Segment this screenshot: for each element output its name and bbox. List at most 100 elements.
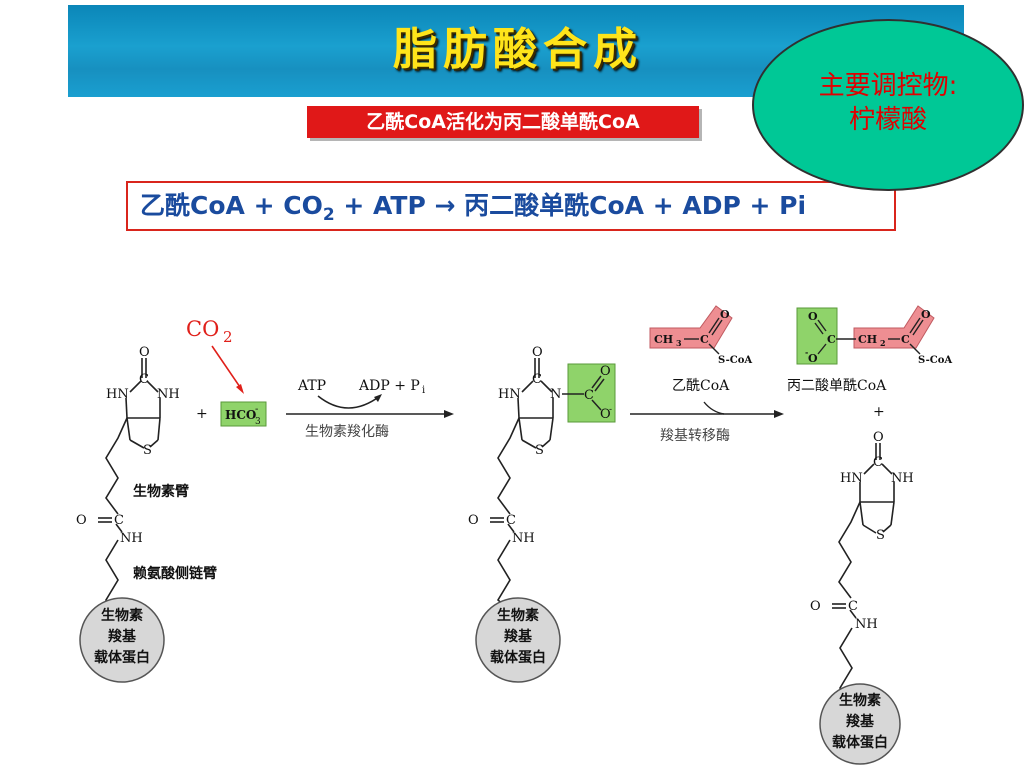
n-2: N — [550, 387, 561, 402]
malonyl-scoa: S-CoA — [918, 355, 952, 366]
acetyl-c: C — [700, 333, 709, 346]
carboxyl-o-minus-2: O — [600, 407, 611, 422]
co2-arrow — [211, 345, 243, 391]
hco3-charge: - — [255, 404, 258, 415]
malonyl-green-box — [796, 307, 838, 365]
carrier-3-line1: 生物素 — [839, 692, 881, 709]
sulfur-3: S — [876, 528, 885, 543]
biotin-labels-1: O C HN NH S O C NH — [76, 345, 180, 546]
hn-3: HN — [840, 471, 863, 486]
amide-c-2: C — [506, 513, 516, 528]
biotin-labels-3: O C HN NH S O C NH — [810, 430, 914, 632]
malonyl-ch2: CH — [858, 333, 877, 346]
amide-nh-1: NH — [120, 531, 143, 546]
hco3-box — [220, 401, 267, 427]
malonyl-c1: C — [827, 333, 836, 346]
sulfur-1: S — [143, 443, 152, 458]
acetyl-pink-box — [649, 305, 733, 349]
atp-curve-head — [374, 394, 382, 402]
plus-1: + — [196, 406, 208, 422]
malonyl-pink-box — [853, 305, 935, 349]
acetyl-coa-label: 乙酰CoA — [672, 378, 730, 394]
amide-c-1: C — [114, 513, 124, 528]
plus-2: + — [873, 404, 885, 420]
carrier-2-line3: 载体蛋白 — [490, 649, 546, 666]
malonyl-charge: - — [805, 347, 808, 357]
transferase-label: 羧基转移酶 — [660, 427, 730, 444]
hn-1: HN — [106, 387, 129, 402]
carbonyl-o-1: O — [139, 345, 150, 360]
hco3-text: HCO — [225, 408, 256, 422]
carrier-protein-3: 生物素 羧基 载体蛋白 — [819, 683, 901, 765]
atp-curve-arrow — [317, 395, 381, 409]
co2-arrow-head — [236, 384, 244, 394]
regulator-oval: 主要调控物: 柠檬酸 — [752, 19, 1024, 191]
carrier-protein-1: 生物素 羧基 载体蛋白 — [79, 597, 165, 683]
carboxybiotin-labels: O C HN N C O O - S O C NH — [468, 345, 612, 546]
regulator-line1: 主要调控物: — [818, 71, 958, 101]
malonyl-coa-labels: O C O - CH 2 C O S-CoA — [805, 308, 952, 366]
malonyl-coa-label: 丙二酸单酰CoA — [787, 378, 887, 394]
malonyl-c2: C — [901, 333, 910, 346]
carrier-protein-2: 生物素 羧基 载体蛋白 — [475, 597, 561, 683]
acetyl-ch3: CH — [654, 333, 673, 346]
carrier-2-line1: 生物素 — [497, 607, 539, 624]
atp-label: ATP — [297, 378, 326, 394]
adp-pi-label: ADP + P — [358, 378, 420, 394]
carboxyl-c-2: C — [584, 388, 594, 403]
equation-part2: + ATP → 丙二酸单酰CoA + ADP + Pi — [334, 191, 807, 220]
nh-1: NH — [157, 387, 180, 402]
acetyl-coa-structure — [684, 317, 723, 355]
pi-sub: i — [422, 385, 425, 396]
reaction-equation: 乙酰CoA + CO2 + ATP → 丙二酸单酰CoA + ADP + Pi — [126, 181, 896, 231]
carrier-1-line3: 载体蛋白 — [94, 649, 150, 666]
acetyl-coa-labels: CH 3 C O S-CoA — [654, 308, 752, 366]
acetyl-o: O — [720, 308, 730, 321]
carrier-1-line2: 羧基 — [108, 628, 137, 645]
nh-3: NH — [891, 471, 914, 486]
carrier-2-line2: 羧基 — [504, 628, 533, 645]
carboxyl-o-2: O — [600, 364, 611, 379]
carboxyl-box-2 — [567, 363, 616, 423]
lysine-arm-label: 赖氨酸侧链臂 — [133, 565, 217, 582]
co2-sub: 2 — [223, 328, 233, 346]
hn-2: HN — [498, 387, 521, 402]
regulator-line2: 柠檬酸 — [848, 105, 927, 135]
equation-subscript: 2 — [322, 205, 335, 225]
malonyl-o2: O — [921, 308, 931, 321]
co2-text: CO — [186, 317, 219, 341]
page-title: 脂肪酸合成 — [393, 24, 643, 75]
ring-c-3: C — [873, 455, 883, 470]
carbonyl-o-2: O — [532, 345, 543, 360]
acetyl-scoa: S-CoA — [718, 355, 752, 366]
ring-c-1: C — [139, 372, 149, 387]
carrier-3-line3: 载体蛋白 — [832, 734, 888, 751]
carboxyl-group-2 — [562, 375, 605, 411]
carboxylase-label: 生物素羧化酶 — [305, 424, 389, 440]
transferase-arrow-head — [774, 410, 784, 418]
acetyl-ch3-sub: 3 — [676, 338, 682, 348]
carrier-1-line1: 生物素 — [101, 607, 143, 624]
amide-nh-3: NH — [855, 617, 878, 632]
amide-c-3: C — [848, 599, 858, 614]
malonyl-ch2-sub: 2 — [880, 338, 886, 348]
carrier-3-line2: 羧基 — [846, 713, 875, 730]
ring-c-2: C — [532, 372, 542, 387]
biotin-arm-label: 生物素臂 — [133, 483, 189, 500]
transferase-curve — [703, 401, 725, 415]
amide-o-3: O — [810, 599, 821, 614]
malonyl-o-minus: O — [808, 352, 818, 365]
hco3-sub: 3 — [255, 417, 261, 427]
malonyl-coa-structure — [814, 317, 924, 355]
amide-o-2: O — [468, 513, 479, 528]
carboxylase-arrow-head — [444, 410, 454, 418]
subtitle-label: 乙酰CoA活化为丙二酸单酰CoA — [307, 106, 699, 138]
carbonyl-o-3: O — [873, 430, 884, 445]
malonyl-o1: O — [808, 310, 818, 323]
equation-part1: 乙酰CoA + CO — [140, 191, 323, 220]
co2-label: CO 2 — [186, 317, 233, 346]
carboxyl-charge-2: - — [609, 405, 612, 415]
carboxybiotin-structure — [490, 358, 554, 609]
amide-o-1: O — [76, 513, 87, 528]
